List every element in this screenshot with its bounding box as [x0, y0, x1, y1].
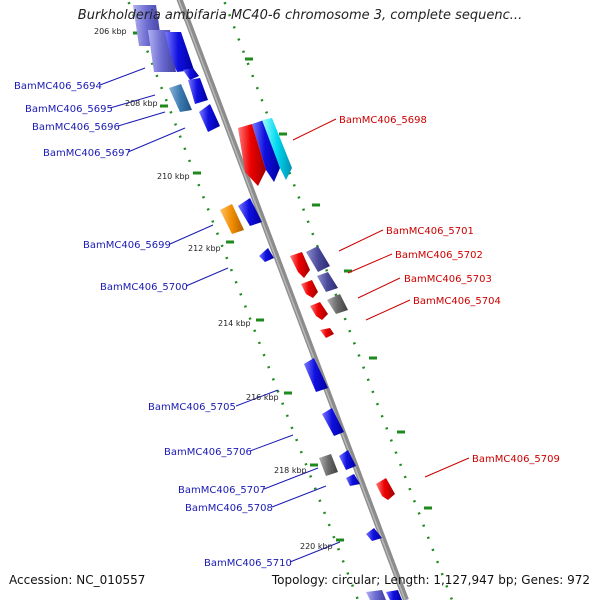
- tick-label: 212 kbp: [188, 244, 221, 253]
- genes-forward-strand: [238, 118, 395, 500]
- tick-label: 208 kbp: [125, 99, 158, 108]
- genes-reverse-strand: [133, 5, 402, 600]
- gene-feature: [320, 328, 334, 338]
- gene-feature: [301, 280, 318, 298]
- gene-label: BamMC406_5702: [395, 250, 483, 261]
- gene-label: BamMC406_5696: [32, 122, 120, 133]
- gene-label: BamMC406_5700: [100, 282, 188, 293]
- leader-lines-reverse: [99, 67, 341, 563]
- gene-feature: [165, 32, 194, 72]
- tick-label: 214 kbp: [218, 319, 251, 328]
- gene-label: BamMC406_5708: [185, 503, 273, 514]
- gene-label: BamMC406_5709: [472, 454, 560, 465]
- gene-label: BamMC406_5704: [413, 296, 501, 307]
- gene-feature: [319, 454, 338, 476]
- gene-labels-reverse: BamMC406_5694 BamMC406_5695 BamMC406_569…: [14, 81, 292, 569]
- gene-feature: [306, 246, 330, 272]
- gene-feature: [199, 104, 220, 132]
- gene-label: BamMC406_5707: [178, 485, 266, 496]
- gene-label: BamMC406_5710: [204, 558, 292, 569]
- gene-feature: [238, 198, 262, 226]
- tick-label: 210 kbp: [157, 172, 190, 181]
- gene-label: BamMC406_5697: [43, 148, 131, 159]
- gene-feature: [290, 252, 310, 278]
- gene-feature: [238, 124, 266, 186]
- dotted-track-right: [222, 0, 454, 600]
- gene-feature: [366, 528, 382, 541]
- tick-label: 206 kbp: [94, 27, 127, 36]
- gene-feature: [310, 302, 328, 320]
- gene-feature: [322, 408, 344, 436]
- gene-feature: [188, 78, 208, 104]
- accession-text: Accession: NC_010557: [9, 573, 146, 587]
- gene-feature: [339, 450, 356, 470]
- tick-labels: 206 kbp 208 kbp 210 kbp 212 kbp 214 kbp …: [94, 27, 333, 551]
- gene-feature: [386, 590, 402, 600]
- gene-feature: [252, 120, 280, 182]
- gene-feature: [169, 84, 192, 112]
- genome-summary-text: Topology: circular; Length: 1,127,947 bp…: [271, 573, 590, 587]
- gene-label: BamMC406_5695: [25, 104, 113, 115]
- gene-feature: [366, 590, 386, 600]
- gene-feature: [262, 118, 292, 180]
- tick-label: 216 kbp: [246, 393, 279, 402]
- gene-feature: [304, 358, 328, 392]
- leader-lines-forward: [292, 118, 470, 478]
- gene-label: BamMC406_5699: [83, 240, 171, 251]
- gene-feature: [220, 204, 244, 234]
- gene-label: BamMC406_5694: [14, 81, 102, 92]
- gene-feature: [327, 294, 348, 314]
- dotted-track-left: [126, 0, 360, 600]
- gene-label: BamMC406_5701: [386, 226, 474, 237]
- tick-label: 218 kbp: [274, 466, 307, 475]
- tick-marks: [133, 31, 432, 542]
- gene-feature: [259, 248, 274, 262]
- gene-feature: [376, 478, 395, 500]
- gene-label: BamMC406_5705: [148, 402, 236, 413]
- gene-feature: [317, 272, 338, 292]
- gene-label: BamMC406_5703: [404, 274, 492, 285]
- gene-label: BamMC406_5706: [164, 447, 252, 458]
- gene-feature: [346, 474, 360, 486]
- gene-labels-forward: BamMC406_5698 BamMC406_5701 BamMC406_570…: [339, 115, 560, 465]
- map-title: Burkholderia ambifaria MC40-6 chromosome…: [77, 8, 523, 23]
- tick-label: 220 kbp: [300, 542, 333, 551]
- gene-label: BamMC406_5698: [339, 115, 427, 126]
- gene-feature: [183, 68, 199, 80]
- chromosome-backbone: [176, 0, 409, 600]
